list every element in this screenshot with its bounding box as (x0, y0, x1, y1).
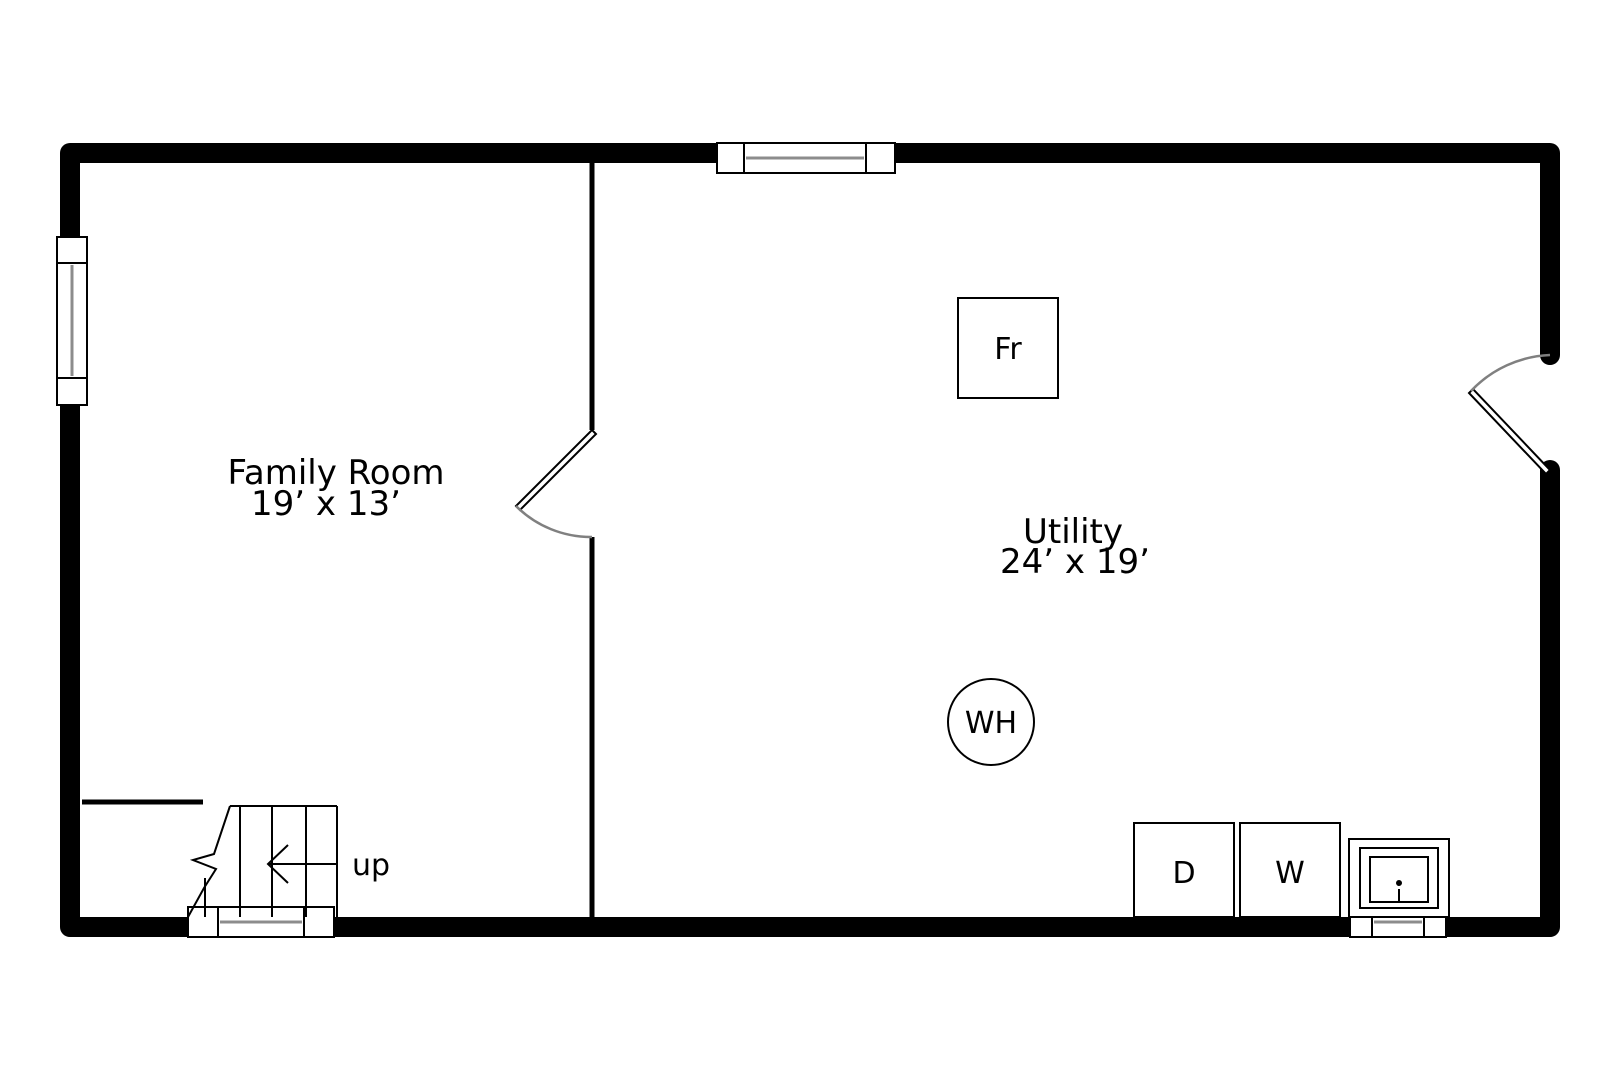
washer: W (1239, 822, 1341, 918)
utility-room: Utility 24’ x 19’ (1000, 512, 1150, 582)
utility-room-size: 24’ x 19’ (1000, 542, 1150, 582)
stair-break-line (187, 805, 231, 918)
dryer: D (1133, 822, 1235, 918)
dryer-label: D (1172, 856, 1195, 891)
utility-room-name: Utility (1023, 512, 1123, 552)
washer-label: W (1275, 856, 1305, 891)
exterior-door (1467, 353, 1552, 476)
family-room: Family Room 19’ x 13’ (227, 453, 444, 524)
exterior-wall-outline (60, 143, 1560, 937)
family-room-size: 19’ x 13’ (251, 484, 401, 524)
furnace-label: Fr (994, 332, 1022, 367)
interior-door (514, 428, 598, 539)
furnace: Fr (957, 297, 1059, 399)
stair-arrow-head (266, 844, 289, 884)
exterior-walls (60, 143, 1560, 937)
water-heater: WH (947, 678, 1035, 766)
window-top (716, 142, 896, 174)
window-left (56, 236, 88, 406)
water-heater-label: WH (965, 706, 1017, 741)
staircase: up (187, 805, 390, 918)
stairs-label: up (352, 848, 390, 883)
family-room-name: Family Room (227, 453, 444, 493)
utility-sink (1348, 838, 1450, 918)
window-bottom-left (187, 906, 335, 938)
sink-drain (1396, 880, 1402, 886)
